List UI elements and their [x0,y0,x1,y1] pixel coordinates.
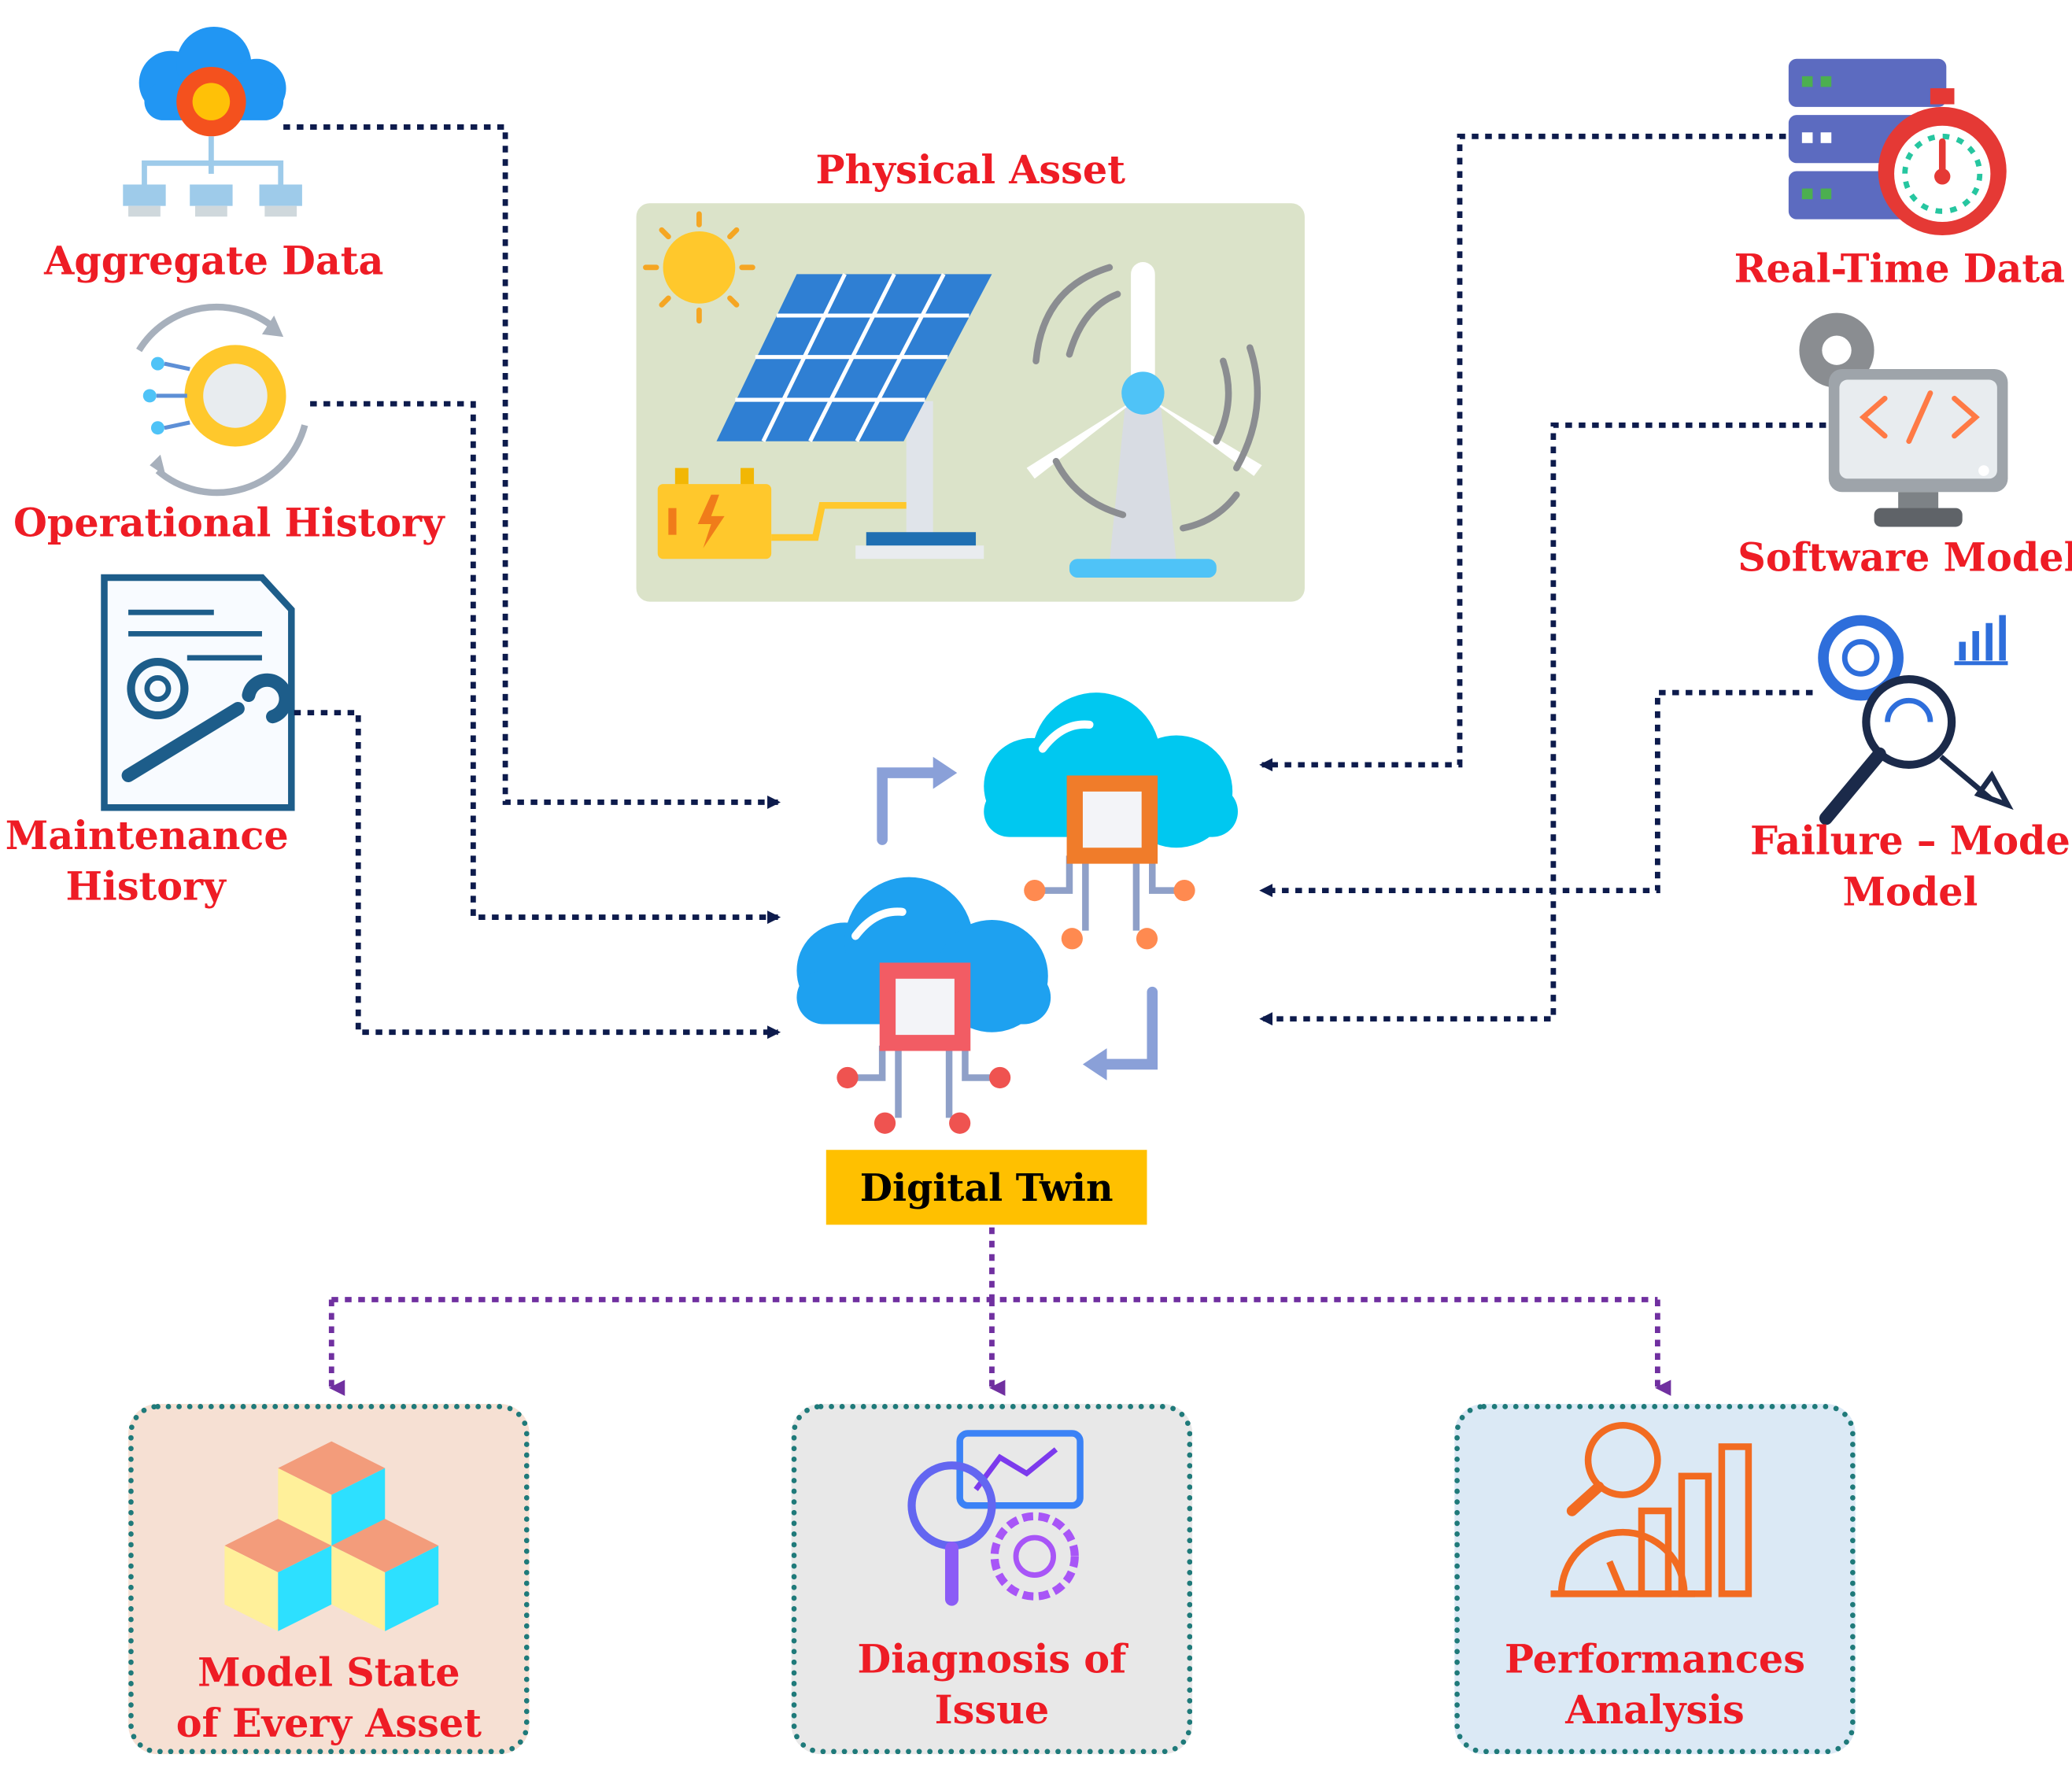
gear-history-icon [136,303,308,497]
cloud-chip-icon-back [984,692,1238,950]
performance-icon [1550,1421,1753,1597]
cubes-icon [224,1441,439,1631]
physical-asset-title: Physical Asset [815,146,1126,193]
input-connectors [283,124,1826,1040]
sun-icon [643,211,755,324]
wind-turbine-icon [1026,262,1262,578]
cloud-chip-icon-front [796,877,1051,1134]
battery-icon [657,467,907,560]
failure-mode-model-label: Failure – Mode Model [1749,818,2070,915]
output-label-performance: Performances Analysis [1504,1636,1805,1734]
aggregate-data-label: Aggregate Data [44,238,384,284]
cycle-arrow-down-icon [1099,986,1158,1070]
diagnosis-icon [907,1430,1084,1606]
output-connectors [328,1227,1671,1396]
cycle-arrow-up-head [933,756,958,789]
failure-mode-icon [1818,615,2014,825]
maintenance-document-icon [101,574,295,811]
maintenance-history-label: Maintenance History [5,813,289,910]
digital-twin-label: Digital Twin [825,1150,1147,1225]
software-model-label: Software Model [1738,534,2072,581]
output-label-diagnosis: Diagnosis of Issue [857,1636,1127,1734]
server-stopwatch-icon [1788,58,2007,236]
cycle-arrow-down-head [1082,1048,1107,1080]
cycle-arrow-up-icon [877,767,941,845]
solar-panel-icon [716,273,992,560]
software-model-icon [1799,312,2008,527]
output-card-diagnosis: Diagnosis of Issue [791,1404,1193,1755]
operational-history-label: Operational History [13,500,445,546]
real-time-data-label: Real-Time Data [1734,246,2066,292]
output-label-model-state: Model State of Every Asset [175,1649,482,1747]
cloud-network-icon [123,26,302,217]
